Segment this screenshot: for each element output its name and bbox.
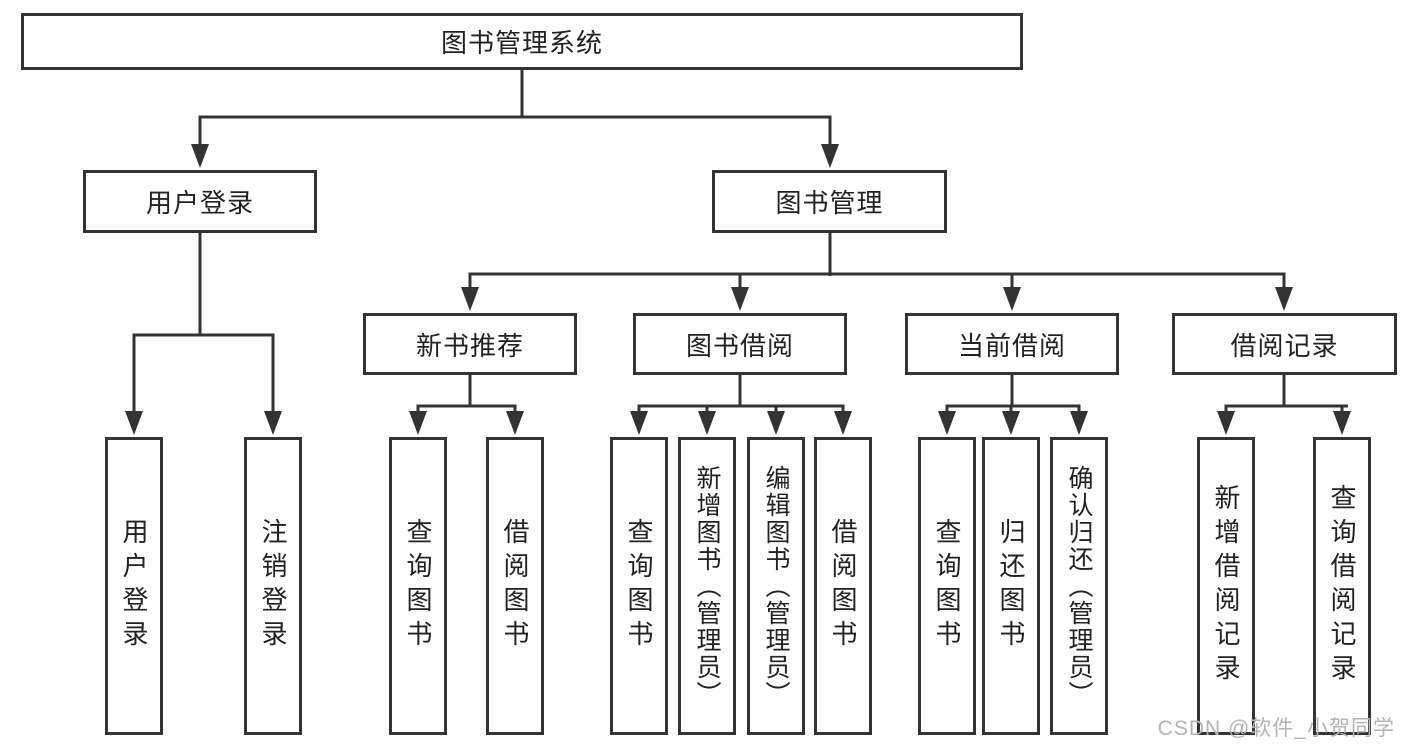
arrowhead-icon xyxy=(1003,287,1021,311)
node-library-system: 图书管理系统 xyxy=(21,13,1023,70)
arrowhead-icon xyxy=(1275,287,1293,311)
arrowhead-icon xyxy=(938,411,956,435)
leaf-nbr-borrow-books: 借阅图书 xyxy=(486,437,544,735)
arrowhead-icon xyxy=(1217,411,1235,435)
arrowhead-icon xyxy=(1333,411,1351,435)
leaf-bb-add-books-admin: 新增图书（管理员） xyxy=(678,437,736,735)
node-borrow-records: 借阅记录 xyxy=(1172,313,1397,375)
leaf-bb-edit-books-admin: 编辑图书（管理员） xyxy=(747,437,805,735)
node-user-login: 用户登录 xyxy=(83,170,317,233)
arrowhead-icon xyxy=(821,144,839,168)
arrowhead-icon xyxy=(834,411,852,435)
arrowhead-icon xyxy=(409,411,427,435)
leaf-logout: 注销登录 xyxy=(244,437,302,735)
leaf-cb-confirm-return-admin: 确认归还（管理员） xyxy=(1050,437,1108,735)
node-current-borrowing: 当前借阅 xyxy=(905,313,1119,375)
arrowhead-icon xyxy=(1002,411,1020,435)
watermark: CSDN @软件_小贺同学 xyxy=(1157,717,1395,740)
arrowhead-icon xyxy=(125,411,143,435)
arrowhead-icon xyxy=(461,287,479,311)
arrowhead-icon xyxy=(1070,411,1088,435)
leaf-cb-query-books: 查询图书 xyxy=(918,437,976,735)
arrowhead-icon xyxy=(731,287,749,311)
arrowhead-icon xyxy=(630,411,648,435)
leaf-cb-return-books: 归还图书 xyxy=(982,437,1040,735)
leaf-nbr-query-books: 查询图书 xyxy=(389,437,447,735)
leaf-user-login: 用户登录 xyxy=(105,437,163,735)
leaf-br-query-record: 查询借阅记录 xyxy=(1313,437,1371,735)
node-book-management: 图书管理 xyxy=(712,170,947,233)
arrowhead-icon xyxy=(698,411,716,435)
node-new-book-recommend: 新书推荐 xyxy=(363,313,577,375)
leaf-bb-query-books: 查询图书 xyxy=(610,437,668,735)
leaf-br-add-record: 新增借阅记录 xyxy=(1197,437,1255,735)
leaf-bb-borrow-books: 借阅图书 xyxy=(814,437,872,735)
arrowhead-icon xyxy=(506,411,524,435)
arrowhead-icon xyxy=(767,411,785,435)
node-book-borrowing: 图书借阅 xyxy=(633,313,847,375)
arrowhead-icon xyxy=(264,411,282,435)
arrowhead-icon xyxy=(191,144,209,168)
